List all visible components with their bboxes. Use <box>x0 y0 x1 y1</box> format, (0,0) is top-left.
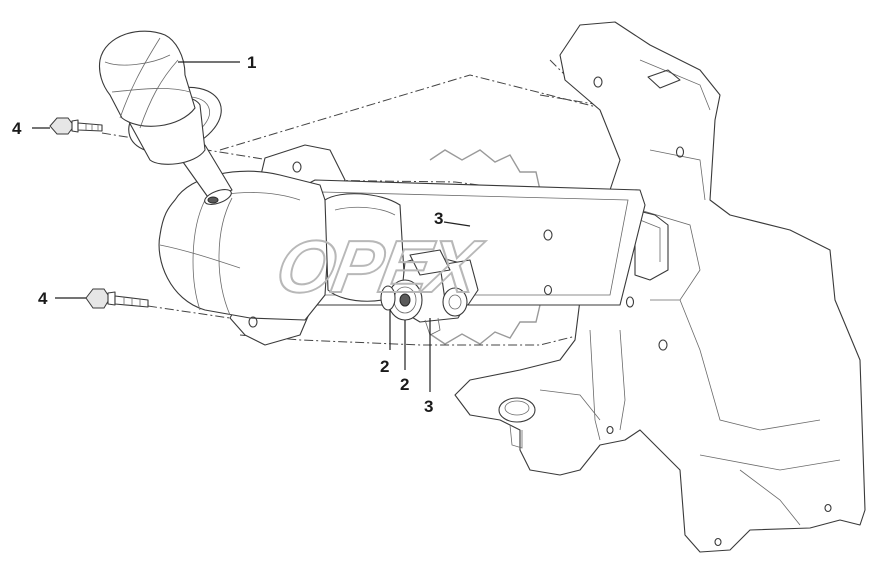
callout-4-b: 4 <box>38 289 48 308</box>
mounting-bolt-lower <box>85 288 149 309</box>
callout-3-b: 3 <box>424 397 433 416</box>
svg-text:OPEX: OPEX <box>271 225 490 308</box>
air-fittings <box>380 249 479 336</box>
hand-brake-valve-housing <box>158 144 646 346</box>
callout-2-a: 2 <box>380 357 389 376</box>
callout-2-b: 2 <box>400 375 409 394</box>
callout-1: 1 <box>247 53 256 72</box>
callout-4-a: 4 <box>12 119 22 138</box>
mounting-bracket <box>454 21 866 553</box>
mounting-bolt-upper <box>49 117 103 135</box>
lever-knob-assembly <box>98 30 233 205</box>
callout-3-a: 3 <box>434 209 443 228</box>
watermark: OPEX <box>270 224 491 309</box>
leader-lines <box>32 61 471 392</box>
